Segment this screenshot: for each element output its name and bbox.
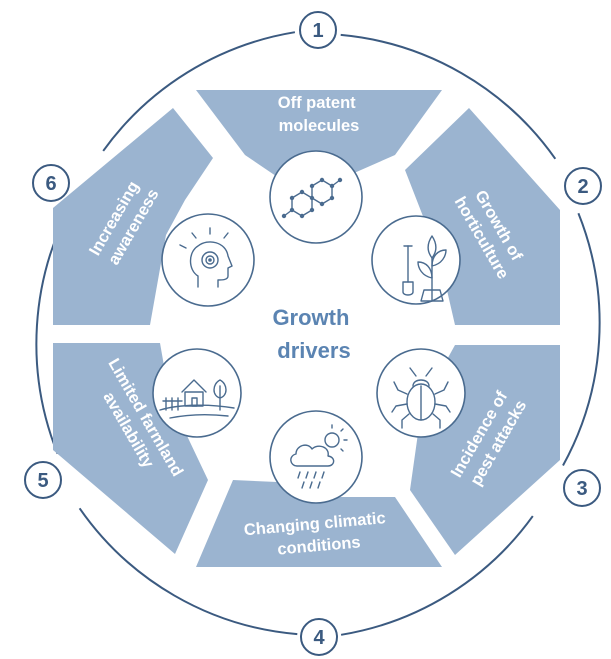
badge-3: 3 — [563, 469, 601, 507]
driver-1-label: Off patent molecules — [278, 94, 361, 135]
head-mind-icon — [161, 213, 255, 307]
svg-text:3: 3 — [576, 478, 587, 500]
badge-6: 6 — [32, 164, 70, 202]
badge-1: 1 — [299, 11, 337, 49]
segment-changing-climatic-conditions — [196, 480, 442, 567]
badge-4: 4 — [300, 618, 338, 656]
segments — [53, 90, 560, 567]
molecule-icon — [269, 150, 363, 244]
svg-text:4: 4 — [313, 627, 325, 649]
svg-text:6: 6 — [45, 173, 56, 195]
segment-off-patent-molecules — [196, 90, 442, 195]
bug-icon — [376, 348, 466, 438]
farm-house-icon — [152, 348, 242, 438]
cloud-rain-icon — [269, 410, 363, 504]
plant-shovel-icon — [371, 215, 461, 305]
outer-ring — [35, 31, 601, 636]
segment-increasing-awareness — [53, 108, 213, 325]
number-badges: 1 2 3 4 5 6 — [24, 11, 602, 656]
svg-text:1: 1 — [312, 20, 323, 42]
center-title: Growth drivers — [272, 305, 355, 363]
badge-5: 5 — [24, 461, 62, 499]
svg-text:2: 2 — [577, 176, 588, 198]
badge-2: 2 — [564, 167, 602, 205]
svg-text:5: 5 — [37, 470, 48, 492]
